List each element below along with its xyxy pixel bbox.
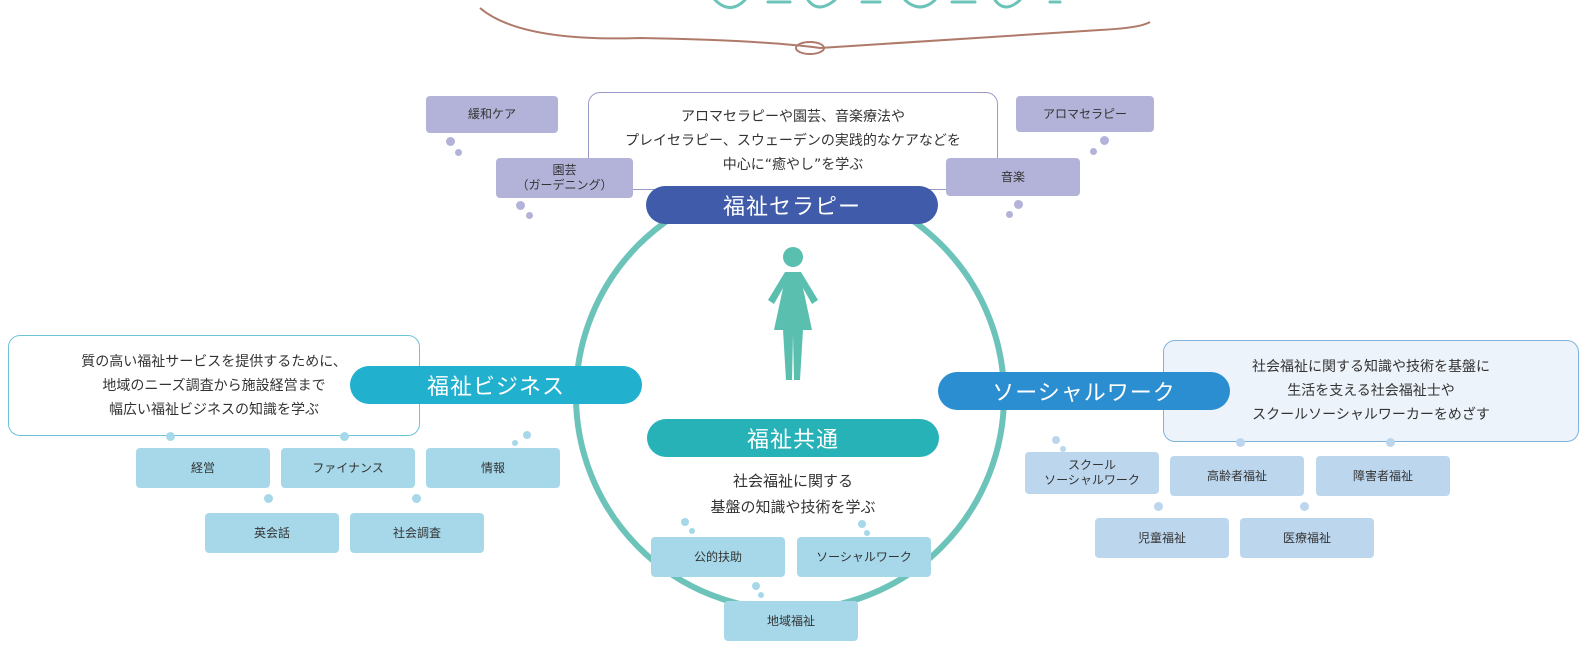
social-work-pill: ソーシャルワーク	[938, 372, 1230, 410]
social-work-tag-dot	[1154, 502, 1163, 511]
person-figure-icon	[768, 247, 818, 380]
common-tag-dot	[864, 530, 870, 536]
therapy-tag-aromatherapy: アロマセラピー	[1016, 96, 1154, 132]
therapy-tag-palliative-care: 緩和ケア	[426, 96, 558, 133]
social-work-tag-disability-welfare: 障害者福祉	[1316, 456, 1450, 496]
therapy-tag-dot	[1014, 200, 1023, 209]
social-work-tag-elderly-welfare: 高齢者福祉	[1170, 456, 1304, 496]
business-tag-dot	[512, 440, 518, 446]
business-tag-dot	[412, 494, 421, 503]
business-tag-dot	[523, 431, 531, 439]
business-tag-dot	[340, 432, 349, 441]
business-tag-dot	[264, 494, 273, 503]
common-tag-dot	[858, 520, 866, 528]
common-tag-social-work: ソーシャルワーク	[797, 537, 931, 577]
common-tag-dot	[689, 528, 695, 534]
social-work-tag-medical-welfare: 医療福祉	[1240, 518, 1374, 558]
common-tag-community-welfare: 地域福祉	[724, 601, 858, 641]
social-work-tag-dot	[1060, 446, 1066, 452]
therapy-pill: 福祉セラピー	[646, 186, 938, 224]
common-tag-dot	[752, 582, 760, 590]
business-description: 質の高い福祉サービスを提供するために、 地域のニーズ調査から施設経営まで 幅広い…	[8, 335, 420, 436]
therapy-tag-dot	[455, 149, 462, 156]
therapy-tag-music: 音楽	[946, 158, 1080, 196]
business-tag-english-conversation: 英会話	[205, 513, 339, 553]
therapy-tag-dot	[516, 201, 525, 210]
business-pill: 福祉ビジネス	[350, 366, 642, 404]
therapy-tag-dot	[526, 212, 533, 219]
common-tag-dot	[758, 592, 764, 598]
therapy-tag-dot	[1090, 148, 1097, 155]
common-pill: 福祉共通	[647, 419, 939, 457]
title-banner-fragment	[479, 0, 1151, 55]
therapy-tag-gardening: 園芸 （ガーデニング）	[496, 158, 633, 198]
therapy-tag-dot	[1006, 211, 1013, 218]
social-work-tag-dot	[1052, 436, 1060, 444]
therapy-tag-dot	[1100, 136, 1109, 145]
business-tag-social-research: 社会調査	[350, 513, 484, 553]
therapy-description: アロマセラピーや園芸、音楽療法や プレイセラピー、スウェーデンの実践的なケアなど…	[588, 92, 998, 190]
social-work-tag-dot	[1300, 502, 1309, 511]
social-work-tag-dot	[1386, 438, 1395, 447]
common-tag-public-assistance: 公的扶助	[651, 537, 785, 577]
business-tag-finance: ファイナンス	[281, 448, 415, 488]
common-description: 社会福祉に関する 基盤の知識や技術を学ぶ	[710, 472, 876, 516]
business-tag-management: 経営	[136, 448, 270, 488]
social-work-tag-dot	[1236, 438, 1245, 447]
social-work-tag-school-social-work: スクール ソーシャルワーク	[1025, 452, 1159, 494]
business-tag-information: 情報	[426, 448, 560, 488]
common-tag-dot	[681, 518, 689, 526]
social-work-description: 社会福祉に関する知識や技術を基盤に 生活を支える社会福祉士や スクールソーシャル…	[1163, 340, 1579, 442]
business-tag-dot	[166, 432, 175, 441]
social-work-tag-child-welfare: 児童福祉	[1095, 518, 1229, 558]
therapy-tag-dot	[446, 137, 455, 146]
